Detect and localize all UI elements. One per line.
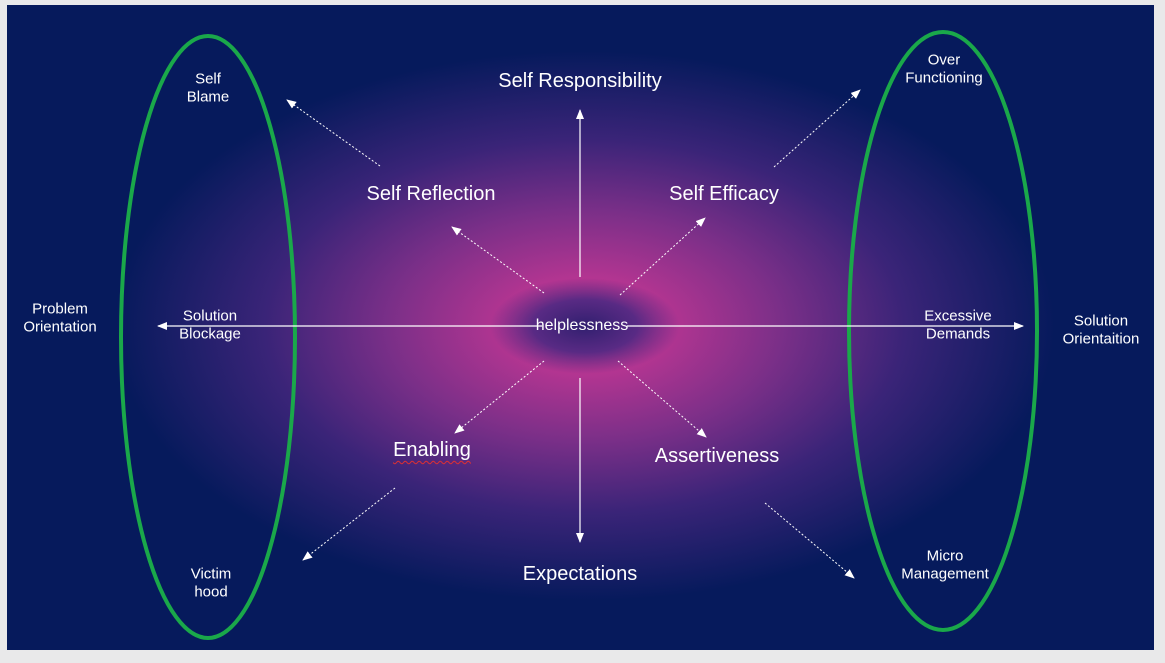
slide-canvas: helplessness Self Responsibility Expecta… (7, 5, 1154, 650)
arrow-to-micro-management (764, 502, 855, 579)
right-group-ellipse (847, 30, 1039, 632)
label-self-efficacy: Self Efficacy (669, 182, 779, 205)
label-excessive-demands: Excessive Demands (924, 307, 992, 343)
diagram-arrows (119, 30, 1039, 640)
arrow-to-enabling (454, 360, 545, 434)
label-over-functioning: Over Functioning (905, 51, 983, 87)
label-solution-orientation: Solution Orientaition (1062, 312, 1140, 348)
arrow-to-victimhood (302, 487, 396, 561)
label-assertiveness: Assertiveness (654, 444, 780, 467)
label-micro-management: Micro Management (901, 547, 989, 583)
center-label-helplessness: helplessness (535, 317, 629, 335)
left-group-ellipse (119, 34, 297, 640)
arrow-to-assertiveness (617, 360, 707, 438)
label-victimhood: Victim hood (190, 565, 232, 601)
label-self-responsibility: Self Responsibility (498, 69, 662, 92)
label-expectations: Expectations (522, 562, 638, 585)
label-self-reflection: Self Reflection (366, 182, 496, 205)
arrow-to-self-blame (286, 99, 381, 167)
arrow-to-self-efficacy (619, 217, 706, 296)
arrow-to-over-functioning (773, 89, 861, 168)
label-problem-orientation: Problem Orientation (23, 300, 97, 336)
label-enabling: Enabling (393, 438, 471, 461)
arrow-to-self-reflection (451, 226, 545, 294)
label-self-blame: Self Blame (186, 70, 230, 106)
label-solution-blockage: Solution Blockage (179, 307, 241, 343)
